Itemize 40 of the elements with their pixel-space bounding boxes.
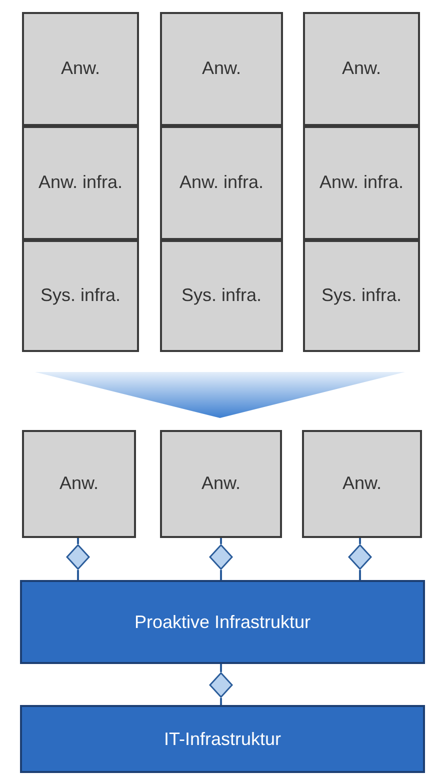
connector-line xyxy=(359,538,361,544)
layer-box xyxy=(303,126,420,240)
box-label: Anw. infra. xyxy=(179,171,264,194)
box-label: Proaktive Infrastruktur xyxy=(134,612,311,632)
box-label: IT-Infrastruktur xyxy=(164,728,282,750)
connector-line xyxy=(359,570,361,580)
connector-line xyxy=(77,538,79,544)
diamond-connector xyxy=(66,544,90,570)
connector-line xyxy=(220,664,222,672)
box-label: Anw. xyxy=(59,472,99,496)
box-label: Anw. xyxy=(342,57,382,80)
box-label: Sys. infra. xyxy=(321,284,402,308)
connector-line xyxy=(220,570,222,580)
layer-box xyxy=(160,240,283,352)
layer-box xyxy=(160,12,283,126)
diamond-connector xyxy=(348,544,372,570)
box-label: Anw. xyxy=(202,57,242,80)
diamond-connector xyxy=(209,544,233,570)
connector-line xyxy=(220,538,222,544)
layer-box xyxy=(160,126,283,240)
layer-box xyxy=(160,430,282,538)
box-label: Anw. xyxy=(342,472,382,496)
layer-box xyxy=(22,126,139,240)
box-label: Anw. xyxy=(201,472,241,496)
infrastructure-bar xyxy=(20,705,425,773)
layer-box xyxy=(303,12,420,126)
layer-box xyxy=(302,430,422,538)
layer-box xyxy=(22,12,139,126)
connector-line xyxy=(220,698,222,705)
layer-box xyxy=(303,240,420,352)
box-label: Sys. infra. xyxy=(40,284,121,308)
box-label: Anw. xyxy=(60,57,100,80)
diamond-connector xyxy=(209,672,233,698)
infrastructure-bar xyxy=(20,580,425,664)
box-label: Sys. infra. xyxy=(181,284,262,308)
connector-line xyxy=(77,570,79,580)
box-label: Anw. infra. xyxy=(319,171,404,194)
layer-box xyxy=(22,430,136,538)
box-label: Anw. infra. xyxy=(38,171,123,194)
layer-box xyxy=(22,240,139,352)
